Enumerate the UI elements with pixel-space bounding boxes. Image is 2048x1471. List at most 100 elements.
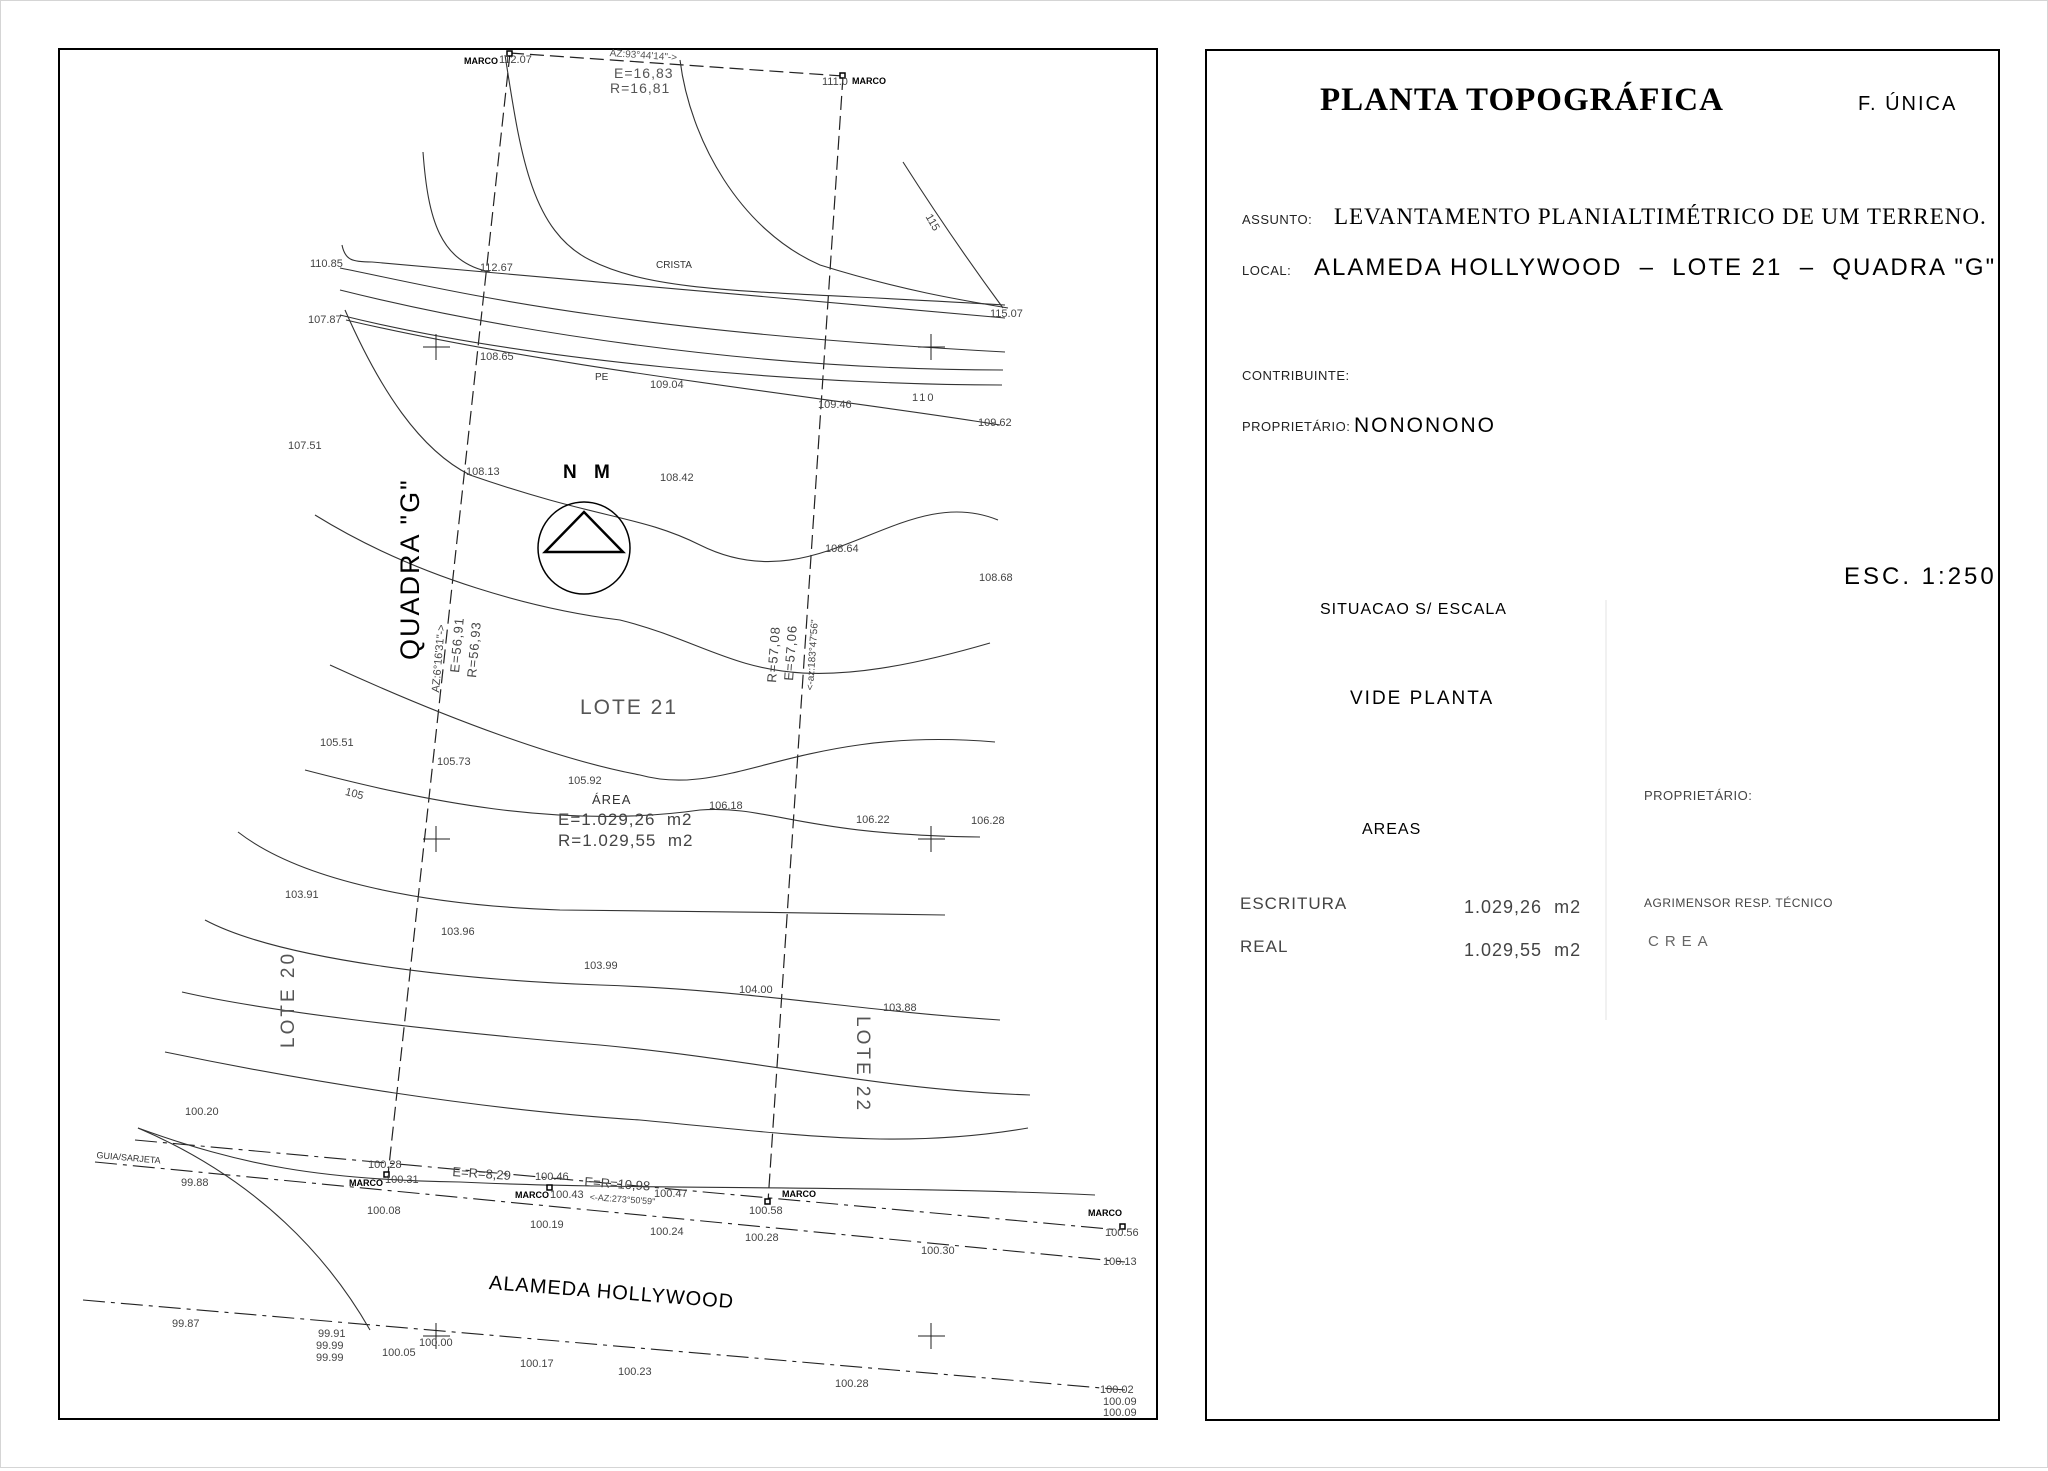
drawing-title: PLANTA TOPOGRÁFICA bbox=[1320, 82, 1724, 118]
local-value: ALAMEDA HOLLYWOOD – LOTE 21 – QUADRA "G" bbox=[1314, 254, 1997, 281]
elevation-label: 107.51 bbox=[288, 440, 322, 452]
elevation-label: 100.00 bbox=[419, 1337, 453, 1349]
area-escritura: E=1.029,26 m2 bbox=[558, 810, 693, 829]
local-label: LOCAL: bbox=[1242, 263, 1292, 278]
situacao-label: SITUACAO S/ ESCALA bbox=[1320, 601, 1507, 618]
elevation-label: 100.13 bbox=[1103, 1256, 1137, 1268]
crea-label: CREA bbox=[1648, 933, 1714, 950]
marco-label: MARCO bbox=[515, 1190, 549, 1200]
area-label: ÁREA bbox=[592, 792, 632, 807]
elevation-label: 100.46 bbox=[535, 1171, 569, 1183]
elevation-label: 100.02 bbox=[1100, 1384, 1134, 1396]
agrimensor-label: AGRIMENSOR RESP. TÉCNICO bbox=[1644, 896, 1833, 910]
elevation-label: 108.42 bbox=[660, 472, 694, 484]
north-label: N M bbox=[563, 462, 616, 483]
lote22-label: LOTE 22 bbox=[852, 1016, 873, 1114]
contour-label-110: 110 bbox=[912, 392, 936, 404]
elevation-label: 99.99 bbox=[316, 1352, 344, 1364]
elevation-label: 109.04 bbox=[650, 379, 684, 391]
real-label: REAL bbox=[1240, 937, 1289, 956]
elevation-label: 100.05 bbox=[382, 1347, 416, 1359]
top-real: R=16,81 bbox=[610, 80, 671, 96]
quadra-label: QUADRA "G" bbox=[395, 478, 425, 660]
elevation-label: 104.00 bbox=[739, 984, 773, 996]
area-real: R=1.029,55 m2 bbox=[558, 831, 694, 850]
elevation-label: 100.09 bbox=[1103, 1396, 1137, 1408]
escritura-value: 1.029,26 m2 bbox=[1464, 897, 1582, 917]
elevation-label: 111.0 bbox=[822, 76, 848, 88]
elevation-label: 100.56 bbox=[1105, 1227, 1139, 1239]
elevation-label: 108.13 bbox=[466, 466, 500, 478]
elevation-label: 100.17 bbox=[520, 1358, 554, 1370]
scale-label: ESC. 1:250 bbox=[1844, 563, 1997, 590]
pe-label: PE bbox=[595, 372, 609, 383]
elevation-label: 115.07 bbox=[990, 308, 1023, 320]
crista-label: CRISTA bbox=[656, 260, 692, 271]
elevation-label: 103.96 bbox=[441, 926, 475, 938]
marco-label: MARCO bbox=[464, 56, 498, 66]
marco-label: MARCO bbox=[852, 76, 886, 86]
elevation-label: 105.92 bbox=[568, 775, 602, 787]
elevation-label: 105.51 bbox=[320, 737, 354, 749]
lote20-label: LOTE 20 bbox=[278, 950, 299, 1048]
elevation-label: 100.43 bbox=[550, 1189, 584, 1201]
vide-planta-label: VIDE PLANTA bbox=[1350, 688, 1495, 709]
grid-crosses bbox=[423, 334, 945, 1349]
escritura-label: ESCRITURA bbox=[1240, 894, 1348, 913]
real-value: 1.029,55 m2 bbox=[1464, 940, 1582, 960]
elevation-label: 112.07 bbox=[499, 54, 532, 66]
lot-boundary bbox=[387, 52, 844, 1203]
elevation-label: 100.31 bbox=[385, 1174, 419, 1186]
elevation-label: 99.87 bbox=[172, 1318, 200, 1330]
marco-label: MARCO bbox=[1088, 1208, 1122, 1218]
owner-signature-label: PROPRIETÁRIO: bbox=[1644, 788, 1753, 803]
elevation-label: 99.91 bbox=[318, 1328, 346, 1340]
elevation-label: 106.28 bbox=[971, 815, 1005, 827]
elevation-label: 100.28 bbox=[835, 1378, 869, 1390]
elevation-label: 103.88 bbox=[883, 1002, 917, 1014]
elevation-label: 100.23 bbox=[618, 1366, 652, 1378]
elevation-label: 107.87 bbox=[308, 314, 342, 326]
proprietario-value: NONONONO bbox=[1354, 414, 1496, 437]
street-edges bbox=[82, 1139, 1126, 1391]
elevation-label: 103.91 bbox=[285, 889, 319, 901]
sheet-number: F. ÚNICA bbox=[1858, 93, 1958, 115]
north-arrow bbox=[537, 501, 631, 595]
elevation-label: 108.65 bbox=[480, 351, 514, 363]
elevation-label: 100.47 bbox=[654, 1188, 688, 1200]
elevation-label: 112.67 bbox=[480, 262, 513, 274]
elevation-label: 110.85 bbox=[310, 258, 343, 270]
proprietario-label: PROPRIETÁRIO: bbox=[1242, 419, 1351, 434]
contribuinte-label: CONTRIBUINTE: bbox=[1242, 368, 1350, 383]
areas-heading: AREAS bbox=[1362, 821, 1422, 838]
elevation-label: 100.24 bbox=[650, 1226, 684, 1238]
elevation-label: 106.18 bbox=[709, 800, 743, 812]
elevation-label: 100.58 bbox=[749, 1205, 783, 1217]
elevation-label: 100.19 bbox=[530, 1219, 564, 1231]
elevation-label: 105.73 bbox=[437, 756, 471, 768]
assunto-value: LEVANTAMENTO PLANIALTIMÉTRICO DE UM TERR… bbox=[1334, 204, 1987, 229]
contour-lines bbox=[137, 54, 1096, 1331]
elevation-label: 100.28 bbox=[368, 1159, 402, 1171]
elevation-label: 109.46 bbox=[818, 399, 852, 411]
marco-label: MARCO bbox=[349, 1178, 383, 1188]
elevation-label: 100.09 bbox=[1103, 1407, 1137, 1419]
elevation-label: 99.99 bbox=[316, 1340, 344, 1352]
elevation-label: 106.22 bbox=[856, 814, 890, 826]
plan-frame bbox=[58, 48, 1158, 1420]
marco-label: MARCO bbox=[782, 1189, 816, 1199]
elevation-label: 103.99 bbox=[584, 960, 618, 972]
elevation-label: 108.68 bbox=[979, 572, 1013, 584]
elevation-label: 109.62 bbox=[978, 417, 1012, 429]
survey-markers bbox=[383, 50, 1126, 1230]
elevation-label: 100.20 bbox=[185, 1106, 219, 1118]
elevation-label: 100.28 bbox=[745, 1232, 779, 1244]
top-escritura: E=16,83 bbox=[614, 65, 674, 81]
elevation-label: 100.08 bbox=[367, 1205, 401, 1217]
assunto-label: ASSUNTO: bbox=[1242, 212, 1313, 227]
lote21-label: LOTE 21 bbox=[580, 696, 679, 719]
elevation-label: 108.64 bbox=[825, 543, 859, 555]
title-block-frame bbox=[1205, 49, 2000, 1421]
elevation-label: 100.30 bbox=[921, 1245, 955, 1257]
